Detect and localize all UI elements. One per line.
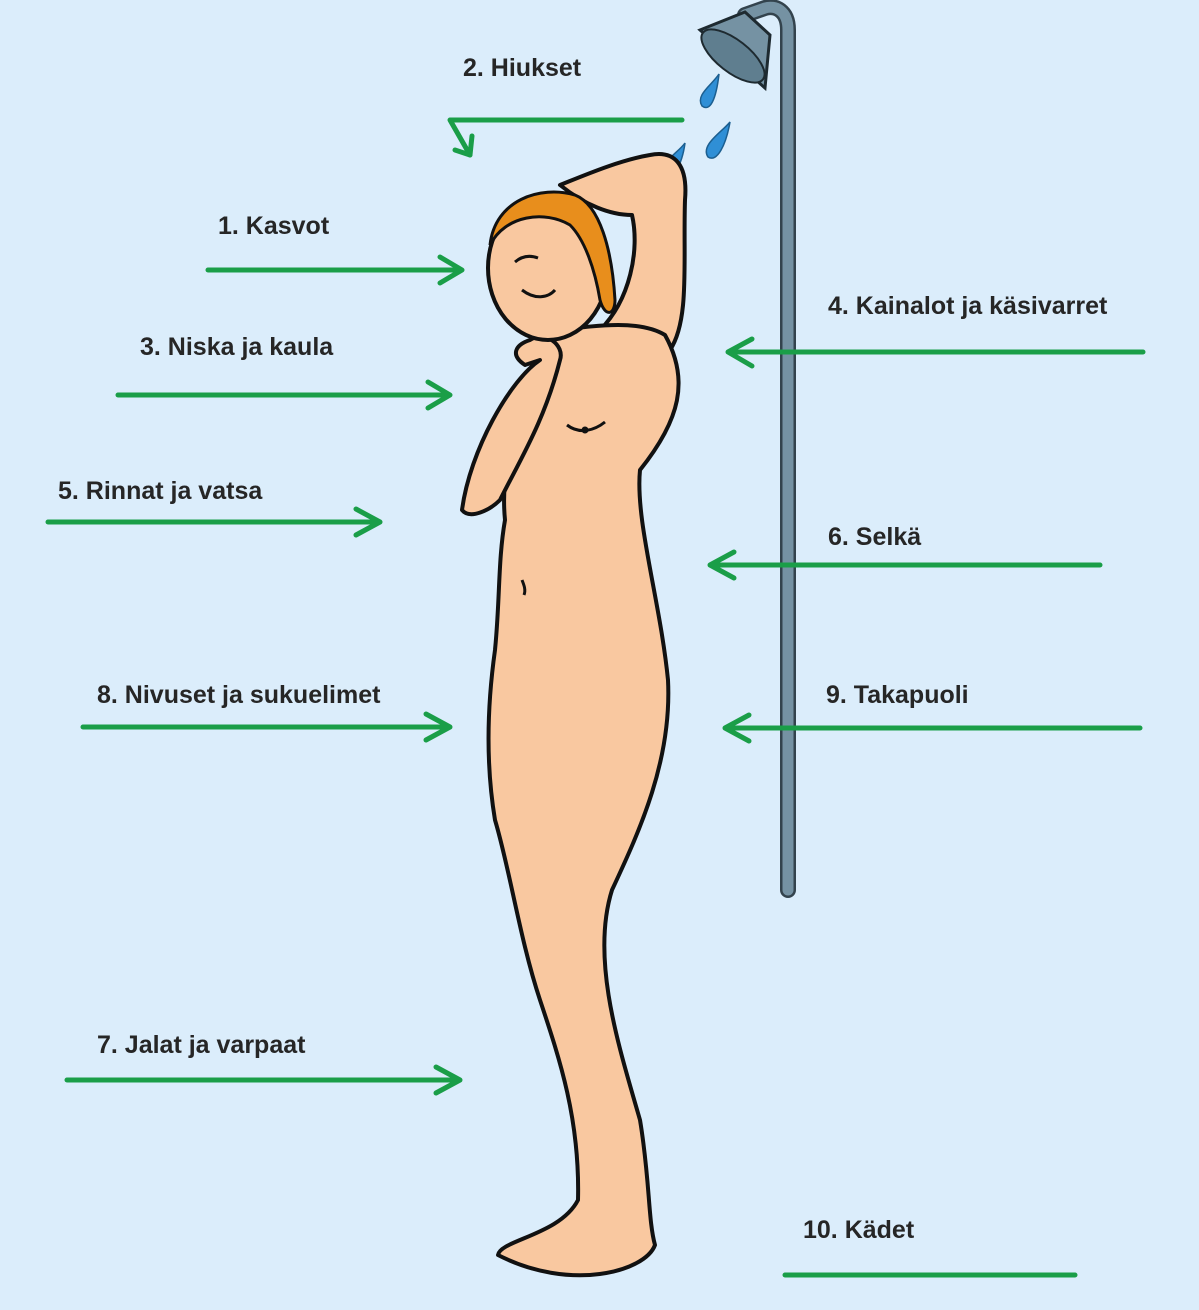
label-neck: 3. Niska ja kaula — [140, 333, 334, 361]
arrow-armpits — [725, 336, 1146, 369]
arrow-groin — [80, 711, 453, 743]
label-buttocks: 9. Takapuoli — [826, 681, 969, 709]
label-armpits: 4. Kainalot ja käsivarret — [828, 292, 1108, 320]
arrow-neck — [115, 379, 453, 411]
arrow-feet — [64, 1064, 463, 1096]
label-groin: 8. Nivuset ja sukuelimet — [97, 681, 381, 709]
hair-icon — [488, 190, 617, 314]
arrow-chest — [45, 506, 383, 538]
label-chest: 5. Rinnat ja vatsa — [58, 477, 263, 505]
shower-icon — [697, 0, 796, 898]
label-face: 1. Kasvot — [218, 212, 330, 240]
label-back: 6. Selkä — [828, 523, 922, 551]
label-hair: 2. Hiukset — [463, 54, 582, 82]
face-features — [514, 254, 606, 596]
arrows — [45, 117, 1146, 1278]
arrow-back — [707, 549, 1103, 581]
arrow-hair — [447, 117, 685, 158]
arrow-face — [205, 254, 465, 286]
arrow-buttocks — [722, 712, 1143, 744]
woman-figure-illustration — [460, 152, 688, 1278]
label-feet: 7. Jalat ja varpaat — [97, 1031, 306, 1059]
label-hands: 10. Kädet — [803, 1216, 915, 1244]
